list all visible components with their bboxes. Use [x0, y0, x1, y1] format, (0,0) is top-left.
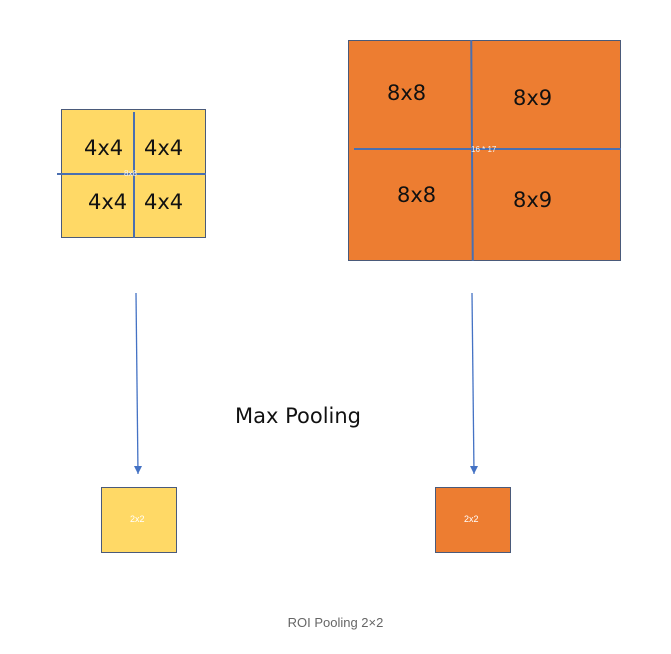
left-grid-horizontal-divider	[57, 173, 206, 175]
left-arrow-head-icon	[134, 466, 142, 474]
figure-caption: ROI Pooling 2×2	[287, 615, 384, 630]
right-down-arrow-icon	[471, 292, 475, 475]
left-grid-size-label: 8x8	[124, 169, 137, 178]
operation-label: Max Pooling	[235, 404, 362, 428]
right-arrow-head-icon	[470, 466, 478, 474]
left-cell-bottom-right: 4x4	[144, 190, 184, 214]
right-output-label: 2x2	[464, 514, 479, 524]
left-output-label: 2x2	[130, 514, 145, 524]
right-cell-bottom-left: 8x8	[397, 183, 437, 207]
right-cell-top-left: 8x8	[387, 81, 427, 105]
right-input-grid	[348, 40, 621, 261]
right-cell-bottom-right: 8x9	[513, 188, 553, 212]
left-output-box	[101, 487, 177, 553]
right-cell-top-right: 8x9	[513, 86, 553, 110]
right-output-box	[435, 487, 511, 553]
left-grid-vertical-divider	[133, 112, 135, 238]
left-cell-top-left: 4x4	[84, 136, 124, 160]
right-grid-size-label: 16 * 17	[471, 145, 497, 154]
left-cell-top-right: 4x4	[144, 136, 184, 160]
left-down-arrow-icon	[135, 292, 139, 475]
right-grid-horizontal-divider	[354, 148, 621, 150]
left-cell-bottom-left: 4x4	[88, 190, 128, 214]
